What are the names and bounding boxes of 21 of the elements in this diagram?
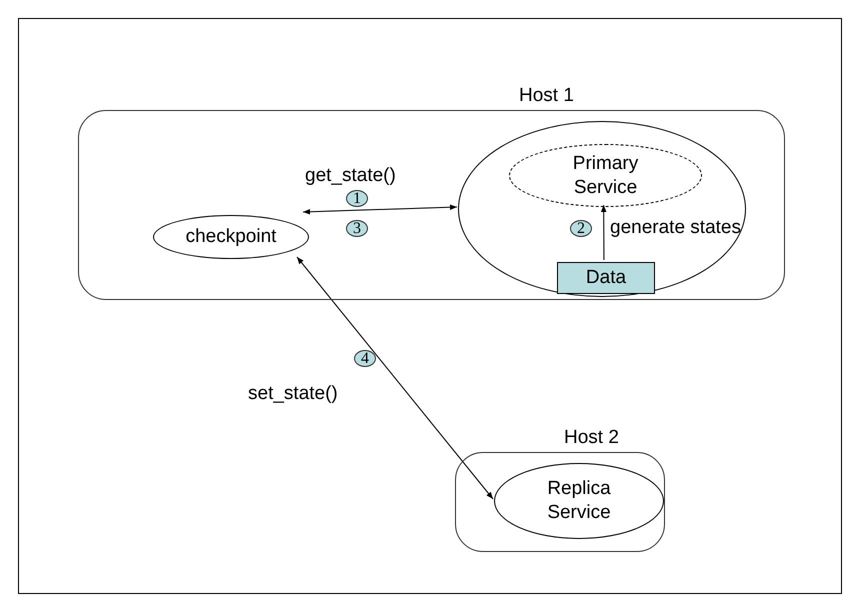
- host-heading: Host 2: [564, 427, 619, 449]
- service-ellipse: [153, 215, 309, 259]
- edge-label: set_state(): [248, 383, 338, 405]
- node-label: Replica Service: [546, 477, 612, 525]
- edge-label: generate states: [610, 217, 741, 239]
- node-label: Data: [586, 266, 626, 290]
- service-ellipse: [509, 144, 702, 207]
- step-number: 2: [570, 220, 592, 237]
- edge-label: get_state(): [305, 165, 396, 187]
- step-number: 1: [346, 190, 368, 207]
- host-heading: Host 1: [519, 85, 574, 107]
- data-box: [557, 262, 655, 294]
- arrow: [302, 204, 458, 215]
- node-label: Primary Service: [572, 152, 640, 200]
- step-number: 4: [354, 350, 376, 367]
- arrow: [296, 256, 494, 500]
- process-ellipse: [458, 121, 746, 297]
- step-number: 3: [346, 220, 368, 237]
- service-ellipse: [494, 463, 664, 539]
- node-label: checkpoint: [186, 225, 276, 249]
- arrow: [600, 204, 606, 260]
